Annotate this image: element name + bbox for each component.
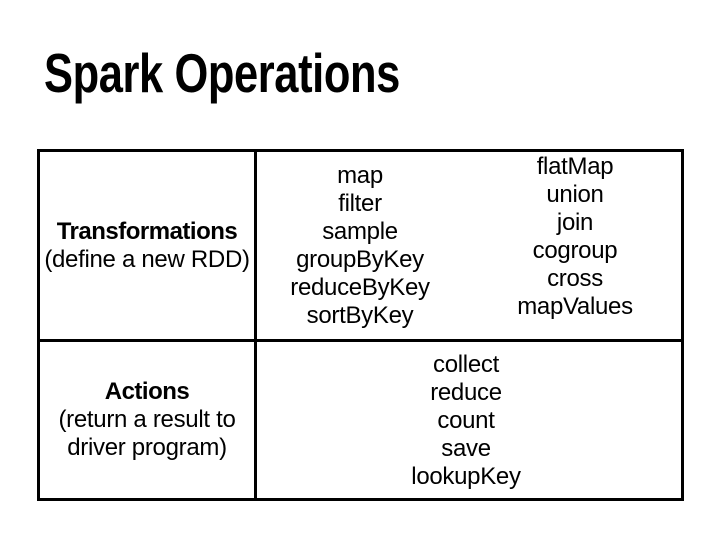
op-item: map (337, 162, 383, 189)
op-item: reduce (430, 379, 502, 406)
op-item: save (441, 435, 491, 462)
op-item: lookupKey (411, 463, 521, 490)
actions-header-cell: Actions (return a result to driver progr… (40, 342, 257, 498)
transformations-operations-column-1: map filter sample groupByKey reduceByKey… (290, 162, 430, 330)
transformations-operations-column-2: flatMap union join cogroup cross mapValu… (517, 153, 633, 321)
op-item: cogroup (532, 237, 618, 264)
op-item: flatMap (536, 153, 614, 180)
op-item: mapValues (517, 293, 633, 320)
op-item: reduceByKey (290, 274, 430, 301)
actions-operations-cell: collect reduce count save lookupKey (257, 342, 681, 498)
operations-table: Transformations (define a new RDD) map f… (37, 149, 684, 501)
op-item: sortByKey (306, 302, 414, 329)
actions-operations-column: collect reduce count save lookupKey (411, 351, 521, 491)
op-item: sample (322, 218, 398, 245)
op-item: collect (433, 351, 499, 378)
transformations-description: (define a new RDD) (44, 245, 250, 273)
op-item: union (546, 181, 604, 208)
op-item: cross (547, 265, 603, 292)
op-item: filter (338, 190, 382, 217)
op-item: groupByKey (296, 246, 424, 273)
op-item: count (437, 407, 495, 434)
slide-title: Spark Operations (44, 42, 400, 104)
actions-description-line-2: driver program) (67, 434, 227, 461)
actions-title: Actions (104, 378, 190, 405)
op-item: join (556, 209, 594, 236)
transformations-operations-cell: map filter sample groupByKey reduceByKey… (257, 152, 681, 342)
transformations-header-cell: Transformations (define a new RDD) (40, 152, 257, 342)
transformations-title: Transformations (56, 217, 238, 245)
actions-description-line-1: (return a result to (58, 406, 236, 433)
